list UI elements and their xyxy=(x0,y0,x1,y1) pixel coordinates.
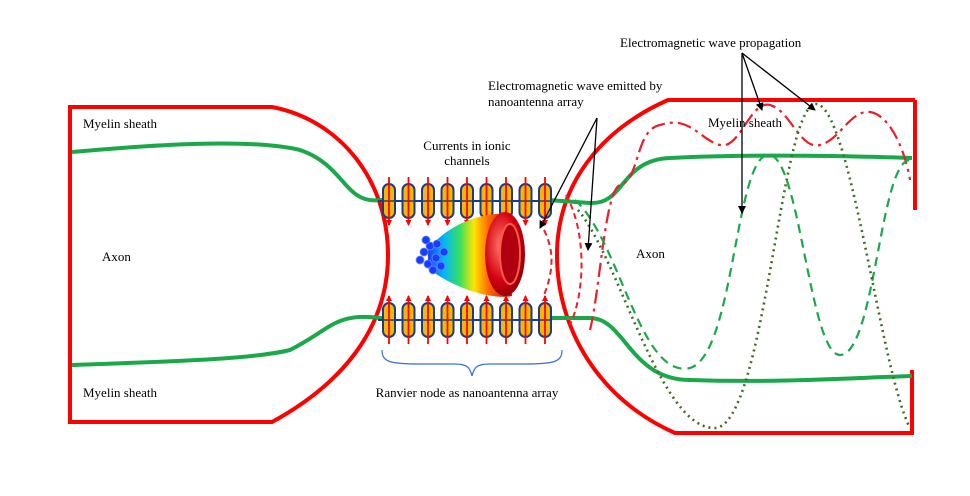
ion-channel xyxy=(499,177,513,226)
annotation-arrows xyxy=(539,52,816,251)
radiation-pattern xyxy=(415,212,525,297)
ion-channel xyxy=(382,177,396,226)
em-wave-dashed xyxy=(574,153,911,370)
label-axon-right: Axon xyxy=(636,246,665,261)
em-wave-dashdot xyxy=(588,103,912,331)
ion-channel xyxy=(440,295,455,344)
ion-channel xyxy=(538,295,552,344)
ion-channel xyxy=(460,295,474,344)
side-lobe-bump xyxy=(415,255,425,265)
radiation-beam-rim xyxy=(499,223,521,285)
side-lobe-bump xyxy=(421,235,431,245)
arrow-emitted-left xyxy=(539,117,598,229)
ion-channel-row-bottom xyxy=(378,295,552,344)
side-lobe-bump xyxy=(431,253,441,263)
myelin-line-top-left xyxy=(71,141,385,203)
myelin-line-bottom-right xyxy=(548,316,913,383)
left-internode-membrane xyxy=(68,105,391,424)
side-lobe-bump xyxy=(436,261,446,271)
ion-channel-row-top xyxy=(378,177,552,226)
myelin-line-bottom-left xyxy=(71,314,385,367)
side-lobe-bump xyxy=(428,265,438,275)
ion-channel xyxy=(518,177,533,226)
arrow-propagation-dotted xyxy=(741,52,816,111)
label-myelin-sheath-top-left: Myelin sheath xyxy=(83,116,158,131)
ion-channel xyxy=(479,295,494,344)
ion-channel xyxy=(460,177,474,226)
ion-channel xyxy=(401,295,416,344)
label-myelin-sheath-bottom-left: Myelin sheath xyxy=(83,385,158,400)
myelin-line-top-right xyxy=(547,153,913,206)
arrow-emitted-right xyxy=(584,117,598,251)
arrow-propagation-dashdot xyxy=(741,52,764,111)
ion-channel xyxy=(518,295,533,344)
label-myelin-sheath-right: Myelin sheath xyxy=(708,115,783,130)
radiation-side-lobes xyxy=(415,235,449,275)
label-axon-left: Axon xyxy=(102,249,131,264)
label-em-emitted-line2: nanoantenna array xyxy=(488,94,584,109)
right-internode-membrane xyxy=(554,98,917,435)
side-lobe-bump xyxy=(439,247,449,257)
wavefront-inner xyxy=(543,229,553,296)
ranvier-node-brace xyxy=(381,349,563,377)
label-em-emitted-line1: Electromagnetic wave emitted by xyxy=(488,78,663,93)
label-currents-line2: channels xyxy=(444,153,489,168)
em-wave-dotted xyxy=(577,102,912,430)
ion-channel xyxy=(440,177,455,226)
side-lobe-bump xyxy=(423,259,433,269)
wavefront-middle xyxy=(565,194,583,326)
ion-channel xyxy=(499,295,513,344)
side-lobe-bump xyxy=(432,239,442,249)
ion-channel xyxy=(421,177,435,226)
ion-channel xyxy=(421,295,435,344)
label-currents-line1: Currents in ionic xyxy=(423,138,511,153)
side-lobe-bump xyxy=(419,247,429,257)
ion-channel xyxy=(382,295,396,344)
label-ranvier-node: Ranvier node as nanoantenna array xyxy=(376,385,559,400)
label-em-propagation: Electromagnetic wave propagation xyxy=(620,35,802,50)
ion-channel xyxy=(401,177,416,226)
